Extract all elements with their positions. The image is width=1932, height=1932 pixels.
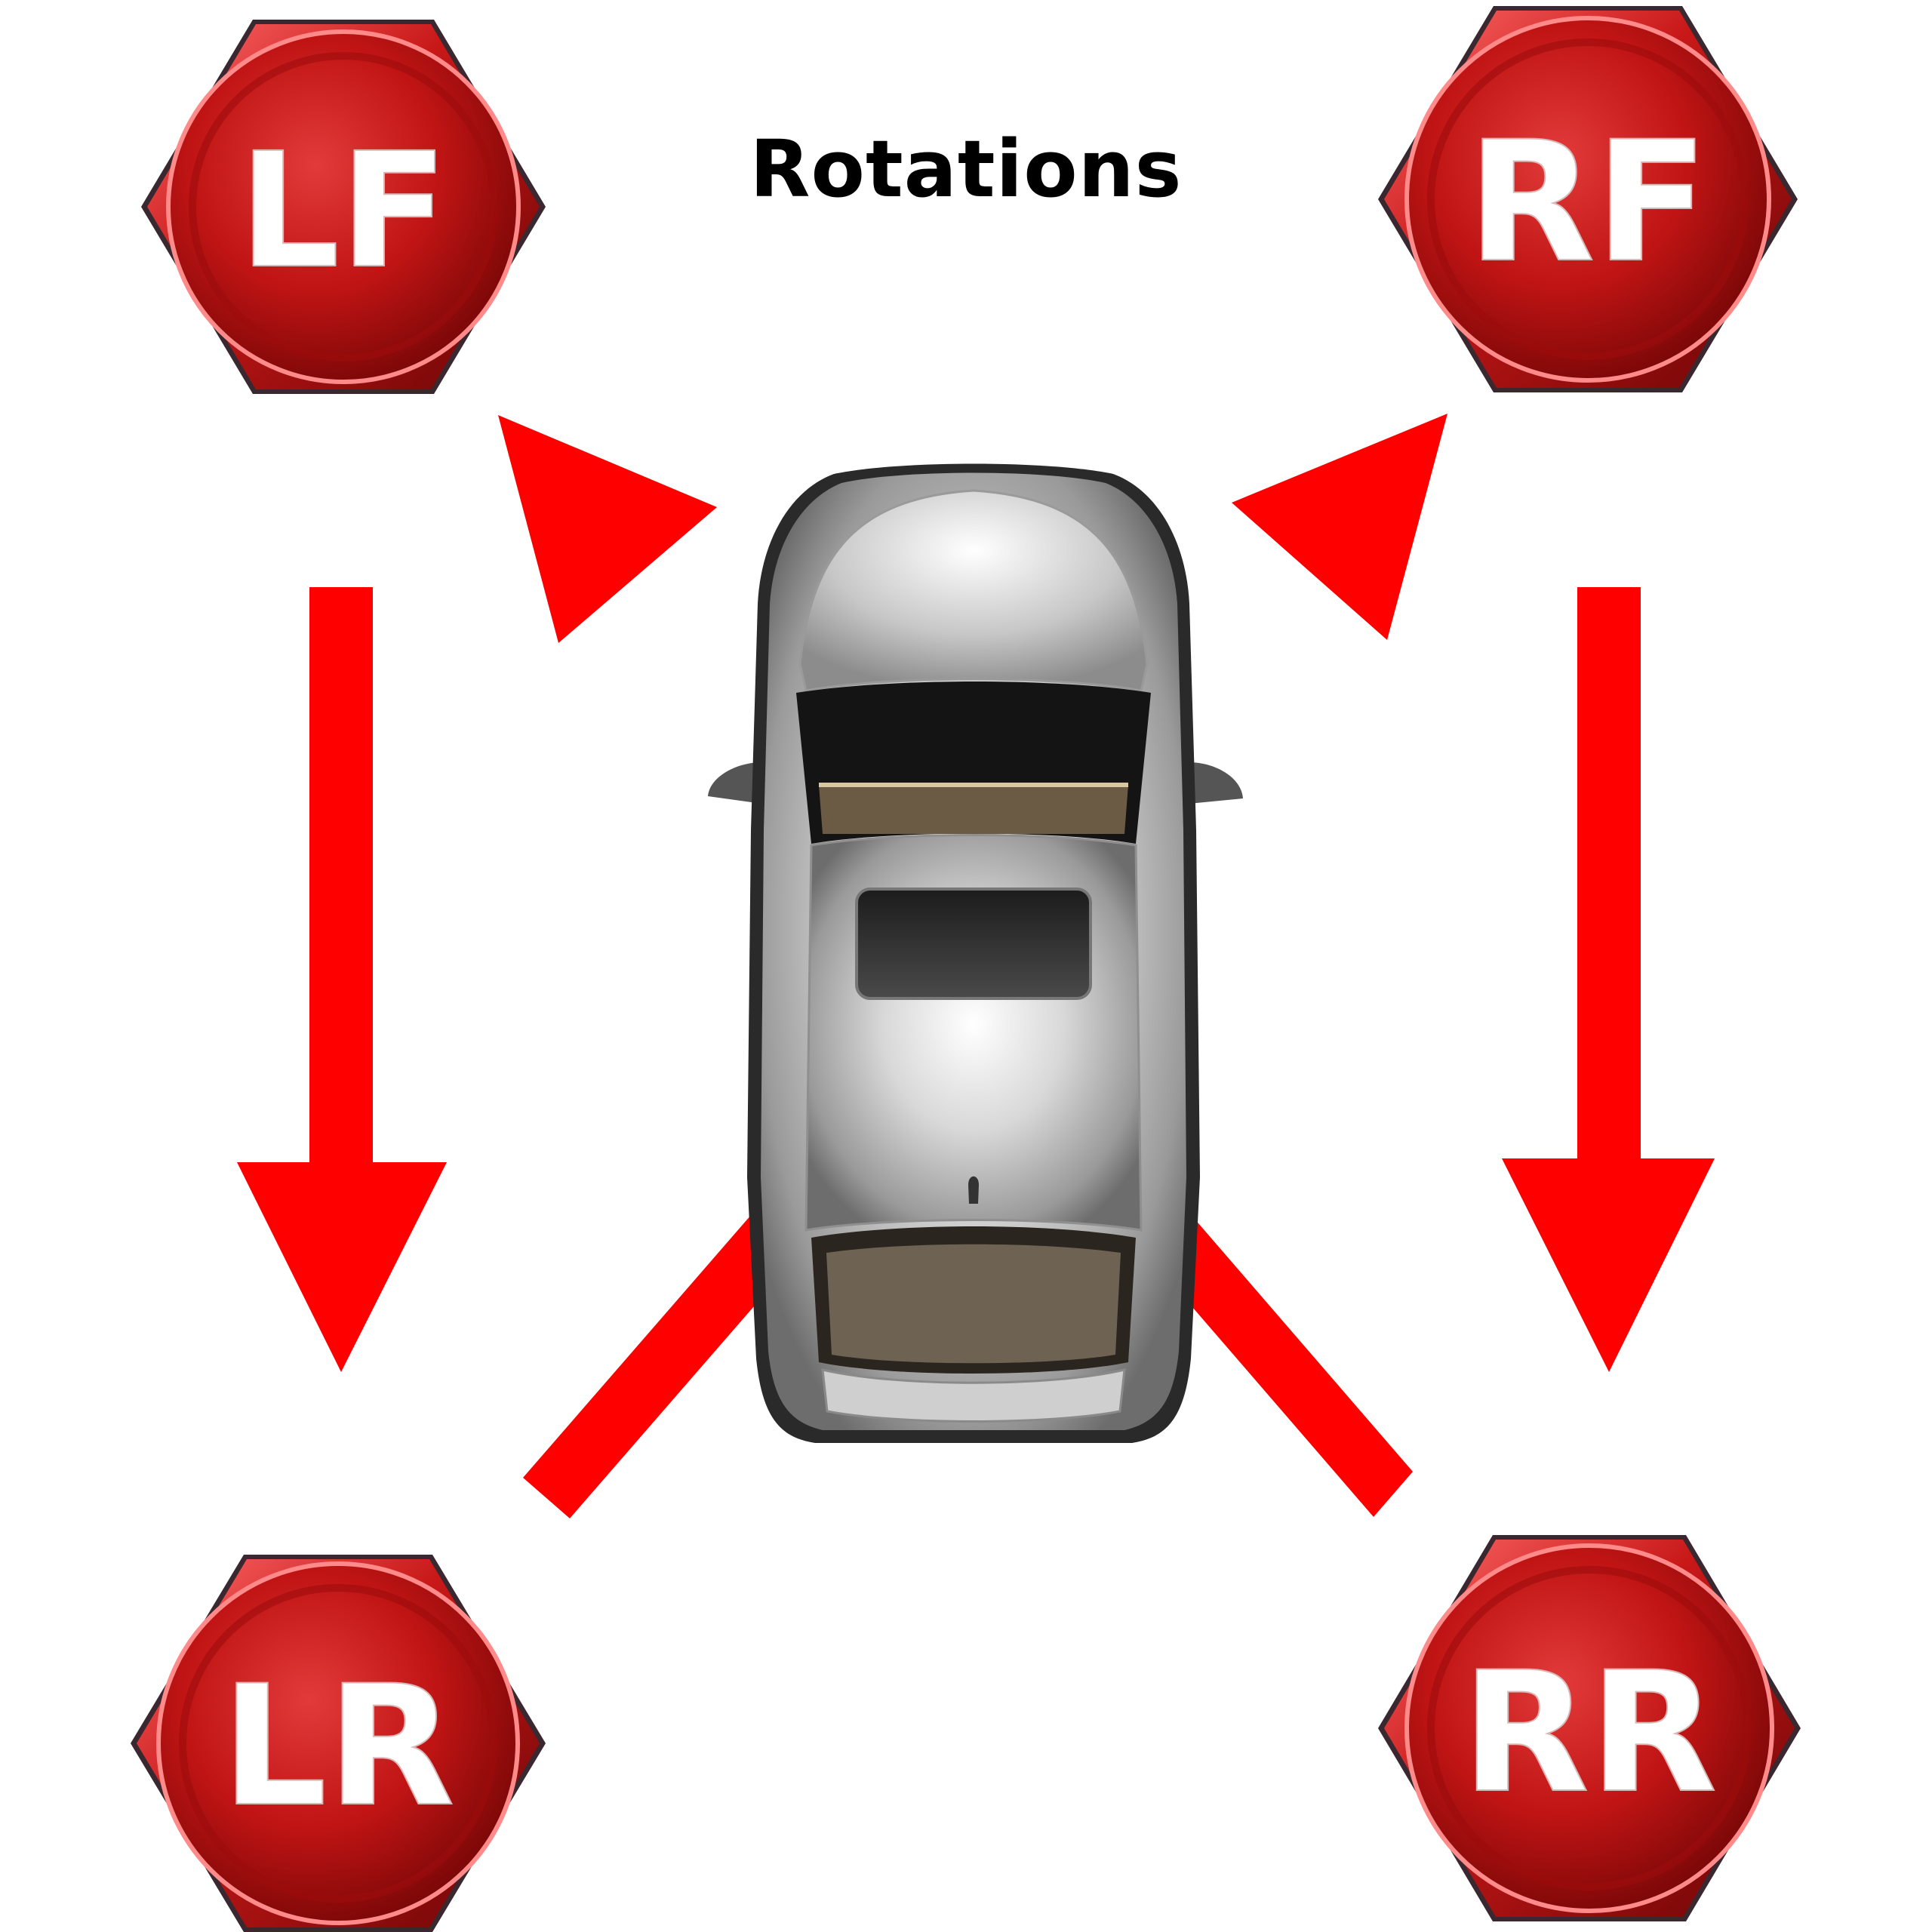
hex-valve-cap-icon [1378, 1535, 1801, 1921]
hex-valve-cap-icon [1378, 6, 1798, 392]
cap-label-rr: RR [1462, 1636, 1718, 1829]
cap-label-lf: LF [238, 118, 448, 303]
sunroof [855, 888, 1092, 1000]
cap-lr: LR [131, 1555, 546, 1932]
page-title: Rotations [749, 123, 1183, 215]
right-mirror [1189, 762, 1243, 804]
cap-lf: LF [141, 20, 546, 394]
cap-label-lr: LR [221, 1650, 455, 1843]
arrow-lf-to-lr [237, 587, 447, 1372]
hex-valve-cap-icon [131, 1555, 546, 1932]
cap-label-rf: RF [1467, 106, 1709, 299]
cap-rf: RF [1378, 6, 1798, 392]
hex-valve-cap-icon [141, 20, 546, 394]
cap-rr: RR [1378, 1535, 1801, 1921]
left-mirror [708, 762, 762, 804]
arrow-rf-to-rr [1502, 587, 1715, 1372]
